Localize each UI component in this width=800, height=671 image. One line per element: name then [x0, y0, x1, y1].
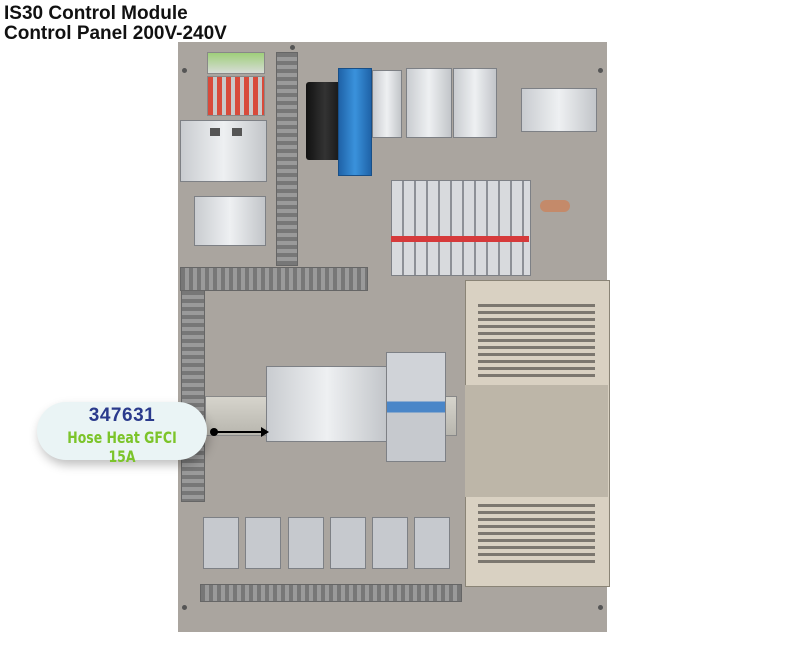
terminal-block-green — [207, 52, 265, 74]
solid-state-relay — [414, 517, 450, 569]
solid-state-relay — [330, 517, 366, 569]
part-callout: 347631 Hose Heat GFCI 15A — [37, 402, 207, 466]
terminal-row-red-bar — [391, 236, 529, 242]
vertical-wire-duct — [276, 52, 298, 266]
ethernet-port — [210, 128, 220, 136]
horizontal-wire-duct — [180, 267, 368, 291]
black-power-supply — [306, 82, 344, 160]
vent-bottom — [478, 500, 595, 565]
gfci-breaker — [266, 366, 388, 442]
terminal-row — [391, 180, 531, 276]
mount-hole — [598, 605, 603, 610]
blue-power-supply — [338, 68, 372, 176]
solid-state-relay — [372, 517, 408, 569]
arrow-head-icon — [261, 427, 269, 437]
mount-hole — [182, 68, 187, 73]
plc-module — [180, 120, 267, 182]
callout-pointer-line — [214, 431, 262, 433]
ethernet-port — [232, 128, 242, 136]
three-pole-breaker — [386, 352, 446, 462]
part-description: Hose Heat GFCI 15A — [67, 428, 177, 466]
vent-top — [478, 300, 595, 380]
mount-hole — [182, 605, 187, 610]
terminal-block-red — [207, 76, 265, 116]
mount-hole — [290, 45, 295, 50]
breaker-2 — [453, 68, 497, 138]
contactor — [372, 70, 402, 138]
ground-lug — [540, 200, 570, 212]
mount-hole — [598, 68, 603, 73]
solid-state-relay — [245, 517, 281, 569]
part-number: 347631 — [88, 405, 156, 426]
solid-state-relay — [203, 517, 239, 569]
enclosure-center — [465, 385, 608, 497]
relay-block — [194, 196, 266, 246]
breaker-1 — [406, 68, 452, 138]
solid-state-relay — [288, 517, 324, 569]
bottom-wire-duct — [200, 584, 462, 602]
left-wire-duct — [181, 290, 205, 502]
fuse-block — [521, 88, 597, 132]
title-line-2: Control Panel 200V-240V — [4, 23, 227, 44]
title-line-1: IS30 Control Module — [4, 3, 188, 24]
